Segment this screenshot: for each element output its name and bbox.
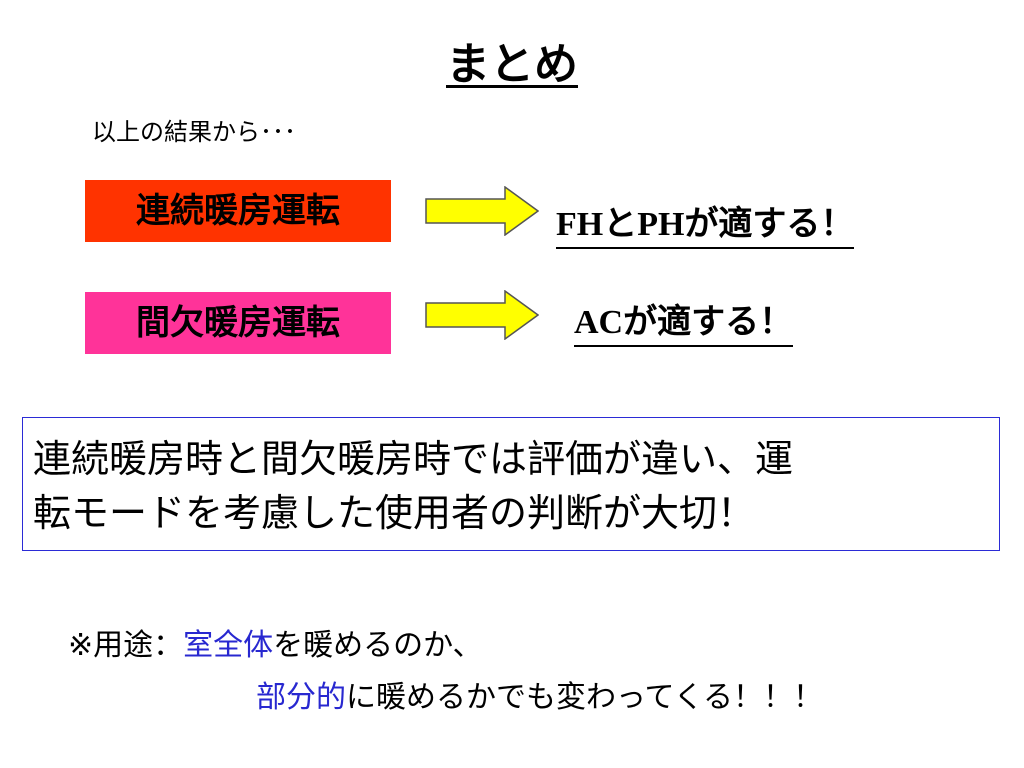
intermittent-heating-label: 間欠暖房運転: [136, 303, 340, 343]
slide-title: まとめ: [0, 28, 1024, 92]
continuous-heating-label: 連続暖房運転: [136, 191, 340, 231]
result-to: と: [603, 204, 638, 244]
continuous-heating-result: FHとPHが適する！: [556, 196, 855, 249]
slide-subtitle: 以上の結果から･･･: [92, 118, 296, 146]
note-line-1-rest: を暖めるのか、: [273, 628, 483, 663]
result-ac: AC: [574, 304, 624, 341]
intermittent-heating-result: ACが適する！: [574, 294, 794, 347]
conclusion-line-2: 転モードを考慮した使用者の判断が大切！: [33, 491, 756, 535]
conclusion-line-1: 連続暖房時と間欠暖房時では評価が違い、運: [33, 437, 794, 481]
note-line-2-rest: に暖めるかでも変わってくる！！！: [346, 680, 823, 715]
arrow-right-icon: [425, 290, 539, 340]
arrow-right-icon: [425, 186, 539, 236]
result-suitable-1: が適する！: [684, 204, 855, 244]
conclusion-box: 連続暖房時と間欠暖房時では評価が違い、運 転モードを考慮した使用者の判断が大切！: [22, 417, 1000, 551]
note-whole-room: 室全体: [183, 628, 274, 663]
usage-note-line-1: ※用途：室全体を暖めるのか、: [68, 620, 483, 664]
intermittent-heating-box: 間欠暖房運転: [85, 292, 391, 354]
note-prefix: ※用途：: [68, 628, 184, 663]
result-ph: PH: [637, 206, 685, 243]
note-partial: 部分的: [256, 680, 346, 715]
usage-note-line-2: 部分的に暖めるかでも変わってくる！！！: [256, 672, 823, 716]
result-suitable-2: が適する！: [623, 302, 794, 342]
result-fh: FH: [556, 206, 604, 243]
continuous-heating-box: 連続暖房運転: [85, 180, 391, 242]
slide-title-text: まとめ: [446, 39, 578, 90]
